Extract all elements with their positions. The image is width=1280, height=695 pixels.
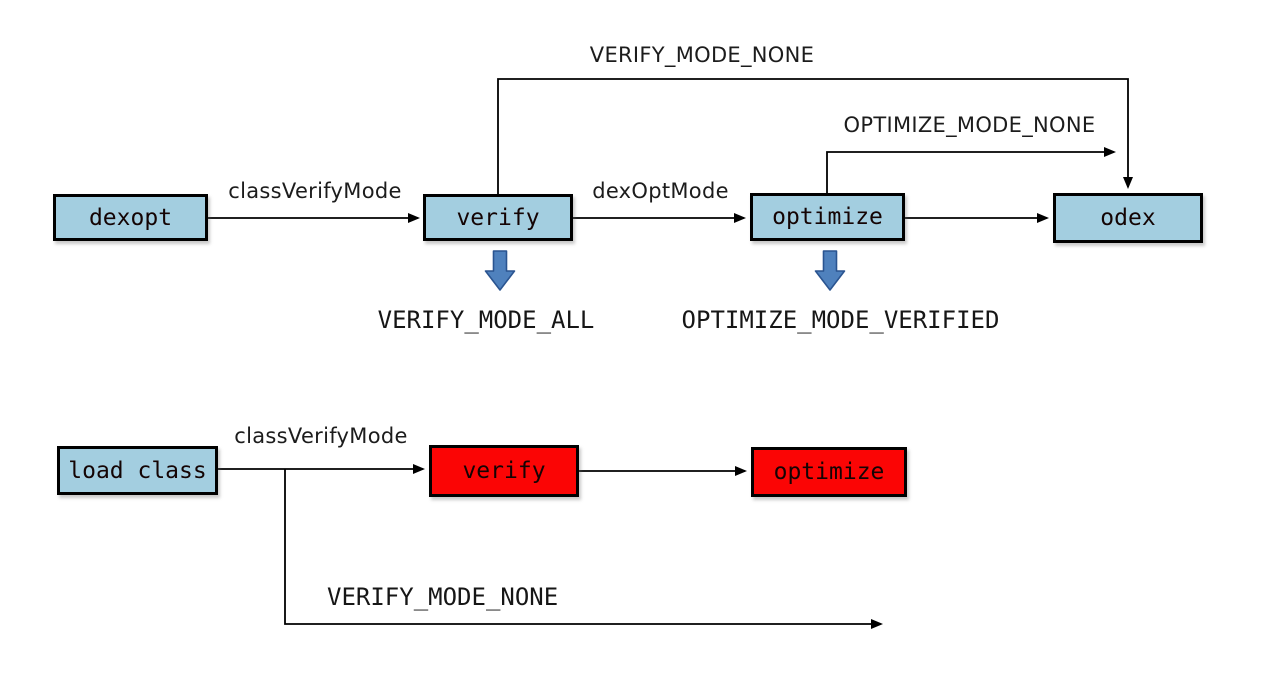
- down-arrow-icon: [814, 250, 846, 291]
- label-verify-mode-none-bottom: VERIFY_MODE_NONE: [327, 583, 559, 611]
- arrow-verify-bypass-to-odex: [497, 78, 1133, 194]
- node-verify: verify: [423, 194, 573, 241]
- edge-label-classverifymode-bottom: classVerifyMode: [234, 424, 408, 448]
- node-optimize: optimize: [750, 193, 905, 241]
- arrow-verify-bypass-bottom: [284, 469, 883, 629]
- arrow-optimize-bypass: [826, 147, 1116, 193]
- edge-label-dexoptmode: dexOptMode: [592, 179, 729, 203]
- label-optimize-mode-verified: OPTIMIZE_MODE_VERIFIED: [681, 306, 1000, 334]
- node-dexopt: dexopt: [53, 194, 208, 241]
- node-odex: odex: [1053, 193, 1203, 243]
- label-optimize-mode-none: OPTIMIZE_MODE_NONE: [843, 113, 1096, 137]
- down-arrow-icon: [484, 250, 516, 291]
- label-verify-mode-all: VERIFY_MODE_ALL: [377, 306, 595, 334]
- node-verify-red: verify: [429, 445, 579, 497]
- edge-label-classverifymode: classVerifyMode: [228, 179, 402, 203]
- node-load-class: load class: [57, 446, 218, 495]
- node-optimize-red: optimize: [751, 447, 907, 497]
- label-verify-mode-none-top: VERIFY_MODE_NONE: [589, 43, 815, 67]
